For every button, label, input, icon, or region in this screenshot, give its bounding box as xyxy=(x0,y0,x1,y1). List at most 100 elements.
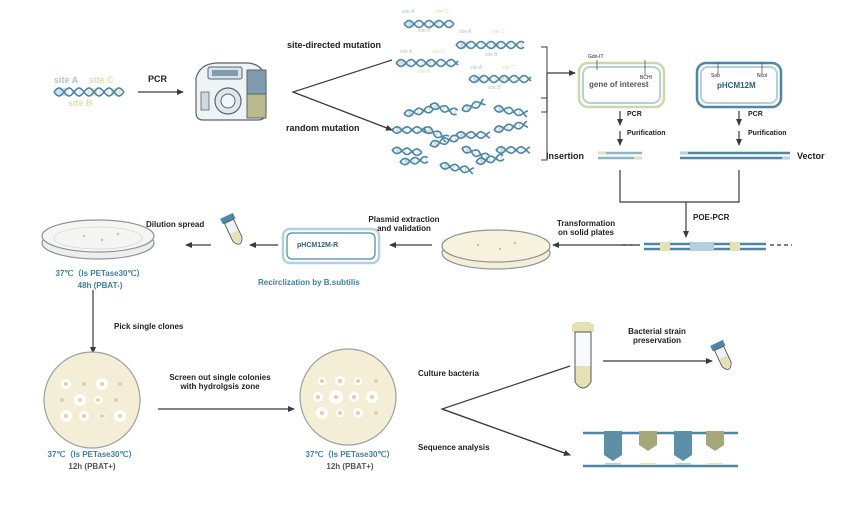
insertion-fragment xyxy=(598,151,642,160)
mini-site-label: site B' xyxy=(485,52,499,58)
dna-helix-group xyxy=(53,19,532,175)
colony xyxy=(64,414,68,418)
colony xyxy=(100,414,104,418)
dna-helix-icon xyxy=(391,146,423,157)
screen-colonies-label: Screen out single colonies with hydrolgs… xyxy=(169,373,271,392)
microtube-icon xyxy=(220,212,243,245)
plasmid-icon xyxy=(577,60,666,109)
mini-site-label: site C' xyxy=(492,29,506,35)
vector-label: Vector xyxy=(797,151,825,161)
colony xyxy=(334,395,338,399)
mini-site-label: site B' xyxy=(418,28,432,34)
insertion-label: Insertion xyxy=(546,151,585,161)
poe-pcr-product xyxy=(622,242,792,251)
condition-label: 48h (PBAT-) xyxy=(77,281,123,290)
colony xyxy=(356,379,360,383)
dilution-spread-label: Dilution spread xyxy=(146,220,205,229)
pcr-step-label: PCR xyxy=(748,111,763,118)
dna-helix-icon xyxy=(493,104,529,118)
dna-helix-icon xyxy=(403,19,455,29)
colony xyxy=(96,398,100,402)
restriction-site-label: BCHI xyxy=(640,75,652,81)
colony xyxy=(78,398,82,402)
petri-dish-icon xyxy=(299,348,397,446)
restriction-site-label: Ncol xyxy=(757,73,768,79)
dna-helix-icon xyxy=(439,161,475,175)
petri-dish-icon xyxy=(41,219,155,260)
dna-helix-icon xyxy=(461,98,486,113)
colony xyxy=(82,414,86,418)
condition-label: 12h (PBAT+) xyxy=(326,462,374,471)
condition-label: 37℃（Is PETase30℃） xyxy=(305,450,395,459)
plasmid-icon xyxy=(695,61,783,109)
culture-tube-icon xyxy=(572,322,594,389)
site-a-label: site A xyxy=(54,75,79,85)
colony xyxy=(82,382,86,386)
colony xyxy=(320,379,324,383)
sequence-analysis-label: Sequence analysis xyxy=(418,443,490,452)
dna-helix-icon xyxy=(395,58,459,68)
site-directed-label: site-directed mutation xyxy=(287,40,382,50)
poe-pcr-label: POE-PCR xyxy=(693,213,730,222)
dna-helix-icon xyxy=(399,155,429,166)
vector-plasmid-label: pHCM12M xyxy=(717,81,756,90)
mini-site-label: site A xyxy=(400,49,413,55)
colony xyxy=(64,382,68,386)
dna-helix-icon xyxy=(429,102,459,116)
colony xyxy=(320,411,324,415)
dna-helix-icon xyxy=(403,105,435,118)
purification-step-label: Purification xyxy=(627,130,666,137)
dna-helix-icon xyxy=(495,145,531,155)
dna-helix-icon xyxy=(475,153,505,166)
colony xyxy=(60,398,64,402)
mini-site-label: site A' xyxy=(402,9,416,15)
petri-dish-icon xyxy=(43,351,141,449)
restriction-site-label: Sob xyxy=(711,73,720,79)
colony xyxy=(316,395,320,399)
site-c-label: site C xyxy=(89,75,114,85)
microtube-icon xyxy=(710,339,732,370)
dna-helix-icon xyxy=(493,120,529,134)
connector-lines xyxy=(90,46,742,456)
vector-fragment xyxy=(680,151,790,160)
colony xyxy=(370,395,374,399)
colony xyxy=(374,379,378,383)
colony xyxy=(374,411,378,415)
dna-helix-icon xyxy=(468,74,532,84)
recircular-plasmid-label: pHCM12M-R xyxy=(297,242,339,249)
restriction-site-label: Gdo-IT xyxy=(588,54,604,60)
colony xyxy=(118,414,122,418)
plasmid-extraction-label: Plasmid extraction and validation xyxy=(368,215,440,234)
dna-helix-icon xyxy=(429,134,460,148)
dna-helix-icon xyxy=(391,125,427,135)
site-b-label: site B xyxy=(68,98,93,108)
petri-dish-icon xyxy=(441,229,551,270)
recircularization-label: Recirclization by B.subtilis xyxy=(258,278,360,287)
dna-helix-icon xyxy=(455,40,525,50)
colony xyxy=(338,411,342,415)
pcr-label: PCR xyxy=(148,74,168,84)
dna-helix-icon xyxy=(53,87,125,97)
culture-bacteria-label: Culture bacteria xyxy=(418,369,479,378)
dna-helix-icon xyxy=(461,145,490,161)
goi-plasmid-label: gene of interest xyxy=(589,80,649,89)
condition-label: 37℃（Is PETase30℃） xyxy=(47,450,137,459)
dna-helix-icon xyxy=(423,126,450,143)
colony xyxy=(352,395,356,399)
mini-site-label: site B' xyxy=(488,85,502,91)
pick-clones-label: Pick single clones xyxy=(114,322,184,331)
colony xyxy=(100,382,104,386)
pcr-step-label: PCR xyxy=(627,111,642,118)
condition-label: 37℃（Is PETase30℃） xyxy=(55,269,145,278)
mini-site-label: site C xyxy=(432,49,445,55)
preservation-label: Bacterial strain preservation xyxy=(628,327,686,346)
mini-site-label: site C' xyxy=(435,9,449,15)
plasmid-icon xyxy=(281,227,381,265)
colony xyxy=(356,411,360,415)
dna-helix-icon xyxy=(455,130,491,140)
random-mutation-label: random mutation xyxy=(286,123,360,133)
colony xyxy=(118,382,122,386)
mini-site-label: site C' xyxy=(502,65,516,71)
